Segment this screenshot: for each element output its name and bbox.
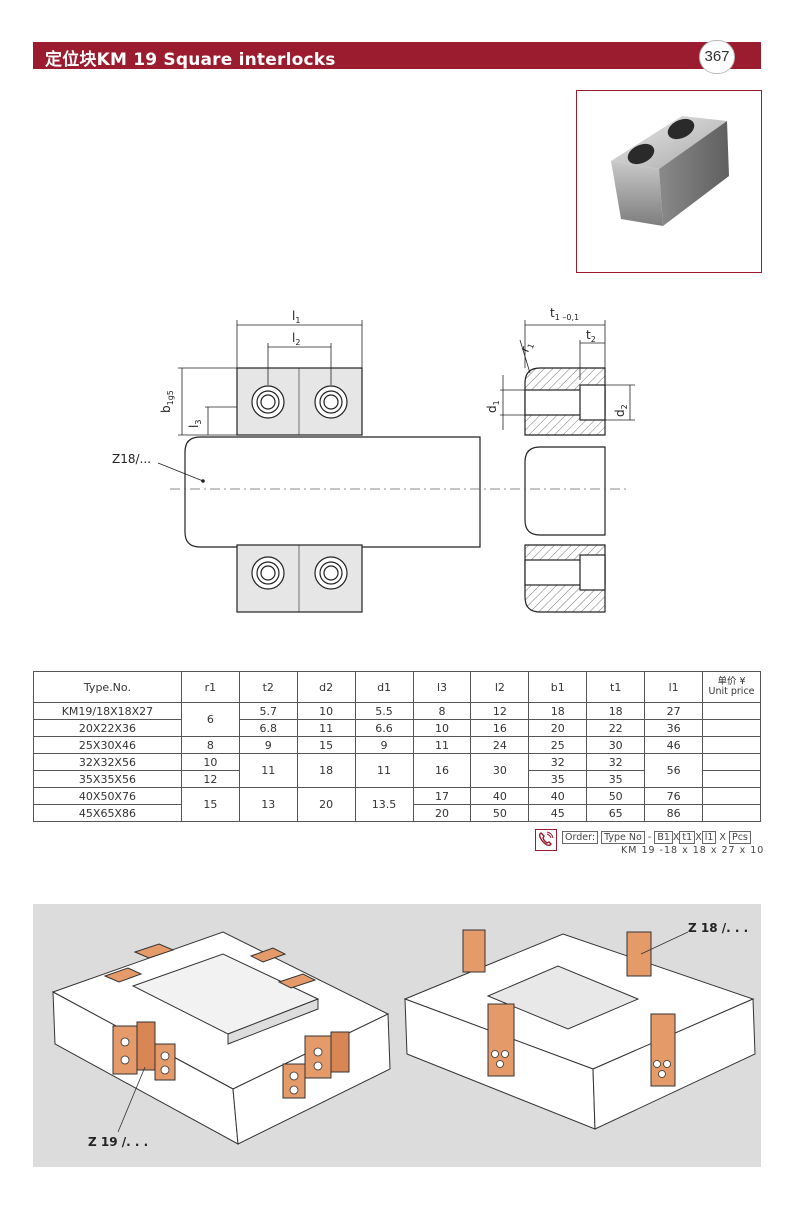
- col-header-l1: l1: [644, 671, 704, 703]
- technical-drawing: l1 l2 b1g5 l3 Z18/... t1 –0,1 t2 r1 d1 d…: [112, 306, 635, 613]
- col-header-unit-price: 单价 ¥Unit price: [702, 671, 761, 703]
- col-header-type: Type.No.: [33, 671, 182, 703]
- table-row: KM19/18X18X27 6 5.7 10 5.5 8 12 18 18 27: [33, 702, 761, 737]
- application-drawing: Z 19 /. . . Z 18 /. . .: [51, 921, 756, 1149]
- price-cell: [702, 753, 761, 771]
- col-header-b1: b1: [528, 671, 588, 703]
- dim-r1-label: r1: [518, 340, 536, 355]
- col-header-r1: r1: [180, 671, 240, 703]
- price-cell: [702, 804, 761, 822]
- col-header-t2: t2: [238, 671, 298, 703]
- table-row: 35X35X56 12 35 35: [33, 770, 761, 788]
- table-row: 20X22X36 6.8 11 6.6 10 16 20 22 36: [33, 719, 761, 737]
- spec-table: Type.No. r1 t2 d2 d1 l3 l2 b1 t1 l1 单价 ¥…: [33, 671, 761, 822]
- order-t1: t1: [679, 831, 696, 844]
- product-photo: [576, 90, 762, 273]
- dim-l1-label: l1: [292, 309, 300, 325]
- z18-label: Z18/...: [112, 452, 151, 466]
- col-header-t1: t1: [586, 671, 646, 703]
- col-header-l2: l2: [470, 671, 530, 703]
- table-header-row: Type.No. r1 t2 d2 d1 l3 l2 b1 t1 l1 单价 ¥…: [33, 671, 761, 703]
- order-pcs: Pcs: [728, 831, 751, 844]
- table-row: 32X32X56 10 11 18 11 16 30 32 32 56: [33, 753, 761, 788]
- price-cell: [702, 736, 761, 754]
- order-example: KM 19 -18 x 18 x 27 x 10: [621, 845, 765, 856]
- table-row: 40X50X76 15 13 20 13.5 17 40 40 50 76: [33, 787, 761, 822]
- order-b1: B1: [654, 831, 673, 844]
- table-row: 45X65X86 20 50 45 65 86: [33, 804, 761, 822]
- table-row: 25X30X46 8 9 15 9 11 24 25 30 46: [33, 736, 761, 754]
- price-cell: [702, 787, 761, 805]
- dim-t1-label: t1 –0,1: [550, 306, 579, 322]
- z19-label: Z 19 /. . .: [88, 1135, 148, 1149]
- dim-t2-label: t2: [586, 328, 596, 344]
- col-header-l3: l3: [412, 671, 472, 703]
- dim-d1-label: d1: [485, 400, 501, 413]
- price-cell: [702, 719, 761, 737]
- phone-icon: [535, 829, 557, 851]
- order-l1: l1: [701, 831, 717, 844]
- col-header-d2: d2: [296, 671, 356, 703]
- page-number-badge: 367: [699, 40, 735, 74]
- product-photo-image: [611, 116, 729, 226]
- dim-l2-label: l2: [292, 331, 300, 347]
- col-header-d1: d1: [354, 671, 414, 703]
- header-bar: 定位块KM 19 Square interlocks: [33, 42, 761, 70]
- z18-app-label: Z 18 /. . .: [688, 921, 748, 935]
- dim-d2-label: d2: [613, 404, 629, 417]
- application-illustration: Z 19 /. . . Z 18 /. . .: [33, 904, 761, 1167]
- dim-l3-label: l3: [187, 420, 203, 428]
- price-cell: [702, 770, 761, 788]
- order-type-no: Type No: [601, 831, 645, 844]
- order-label: Order:: [562, 831, 599, 844]
- page-title: 定位块KM 19 Square interlocks: [45, 50, 336, 70]
- dim-b1-label: b1g5: [159, 390, 175, 413]
- price-cell: [702, 702, 761, 720]
